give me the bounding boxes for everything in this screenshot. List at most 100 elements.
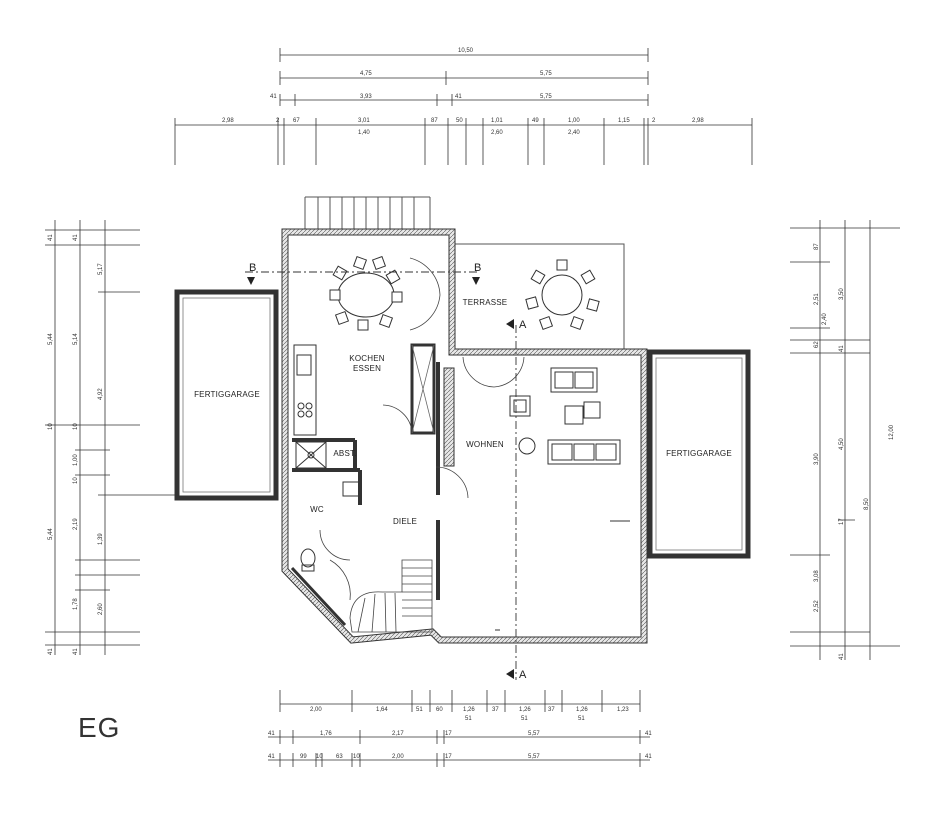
dim-label: 51 xyxy=(578,716,585,722)
section-arrow-icon xyxy=(506,319,514,329)
dim-label: 87 xyxy=(431,118,438,124)
dim-label: 5,75 xyxy=(540,71,552,77)
dim-label: 2,60 xyxy=(98,603,104,615)
dim-label: 2 xyxy=(276,118,280,124)
dim-label: 50 xyxy=(456,118,463,124)
dim-label: 41 xyxy=(839,345,845,352)
diele-label: DIELE xyxy=(392,517,418,526)
dim-label: 41 xyxy=(73,234,79,241)
dim-label: 4,50 xyxy=(839,438,845,450)
dim-label: 41 xyxy=(48,234,54,241)
dim-label: 49 xyxy=(532,118,539,124)
dim-label: 5,17 xyxy=(98,263,104,275)
dim-label: 1,23 xyxy=(617,707,629,713)
dim-label: 2,00 xyxy=(310,707,322,713)
bottom-dimension-chains xyxy=(268,690,650,767)
dim-label: 1,39 xyxy=(98,533,104,545)
dim-label: 5,14 xyxy=(73,333,79,345)
section-a-top-label: A xyxy=(519,319,527,331)
dim-label: 17 xyxy=(445,731,452,737)
terrace xyxy=(451,243,625,353)
garage-right-label: FERTIGGARAGE xyxy=(666,449,732,458)
dim-label: 10 xyxy=(73,477,79,484)
dim-label: 4,75 xyxy=(360,71,372,77)
shower xyxy=(295,441,327,469)
dim-label: 17 xyxy=(445,754,452,760)
abst-label: ABST. xyxy=(333,449,357,458)
top-dimension-labels: 10,50 4,75 5,75 41 3,93 41 5,75 2,98 2 6… xyxy=(222,48,704,136)
dim-label: 17 xyxy=(839,518,845,525)
right-dimension-labels: 87 2,51 2,40 3,50 41 62 3,90 4,50 12,00 … xyxy=(814,243,895,660)
dim-label: 99 xyxy=(300,754,307,760)
dim-label: 41 xyxy=(455,94,462,100)
dim-label: 1,15 xyxy=(618,118,630,124)
dim-label: 10 xyxy=(353,754,360,760)
dim-label: 2,40 xyxy=(568,130,580,136)
dim-label: 5,57 xyxy=(528,731,540,737)
left-dimension-labels: 41 41 5,44 5,14 5,17 4,92 10 10 1,00 10 … xyxy=(48,234,104,655)
dim-label: 3,50 xyxy=(839,288,845,300)
kitchen-counter xyxy=(293,344,317,436)
kitchen-label-line2: ESSEN xyxy=(352,364,382,373)
dim-label: 3,08 xyxy=(814,570,820,582)
dim-label: 1,76 xyxy=(320,731,332,737)
house-walls xyxy=(281,228,648,644)
dim-label: 2,52 xyxy=(814,600,820,612)
terrace-label: TERRASSE xyxy=(462,298,508,307)
section-lines xyxy=(245,271,517,680)
garage-right xyxy=(647,349,751,559)
section-arrow-icon xyxy=(472,277,480,285)
dim-label: 10 xyxy=(48,423,54,430)
dim-label: 41 xyxy=(645,731,652,737)
dim-label: 1,40 xyxy=(358,130,370,136)
dim-label: 5,57 xyxy=(528,754,540,760)
dim-label: 1,26 xyxy=(519,707,531,713)
dim-label: 2,00 xyxy=(392,754,404,760)
wohnen-label: WOHNEN xyxy=(466,440,504,449)
dim-label: 5,44 xyxy=(48,333,54,345)
dim-label: 60 xyxy=(436,707,443,713)
dim-label: 1,26 xyxy=(576,707,588,713)
dim-label: 41 xyxy=(839,653,845,660)
staircase xyxy=(349,559,433,633)
bottom-dimension-labels: 2,00 1,64 51 60 1,26 51 37 1,26 51 37 1,… xyxy=(268,707,652,760)
dim-label: 41 xyxy=(268,731,275,737)
kitchen-label-line1: KOCHEN xyxy=(349,354,385,363)
dim-label: 51 xyxy=(465,716,472,722)
dim-label: 1,64 xyxy=(376,707,388,713)
garage-left-label: FERTIGGARAGE xyxy=(194,390,260,399)
dim-label: 2,60 xyxy=(491,130,503,136)
dim-label: 3,93 xyxy=(360,94,372,100)
section-b-left-label: B xyxy=(249,262,256,274)
dim-label: 10,50 xyxy=(458,48,474,54)
dim-label: 5,75 xyxy=(540,94,552,100)
dining-table-terrace xyxy=(525,259,600,331)
dim-label: 5,44 xyxy=(48,528,54,540)
dim-label: 41 xyxy=(73,648,79,655)
dim-label: 2,98 xyxy=(692,118,704,124)
floor-level-label: EG xyxy=(78,712,121,743)
section-a-bottom-label: A xyxy=(519,669,527,681)
left-dimension-chains xyxy=(45,220,175,655)
dim-label: 41 xyxy=(48,648,54,655)
section-arrow-icon xyxy=(247,277,255,285)
dim-label: 4,92 xyxy=(98,388,104,400)
living-furniture xyxy=(495,367,630,631)
dim-label: 10 xyxy=(73,423,79,430)
dim-label: 37 xyxy=(548,707,555,713)
garage-left xyxy=(174,289,279,501)
dim-label: 87 xyxy=(814,243,820,250)
section-b-right-label: B xyxy=(474,262,481,274)
section-markers: B B A A xyxy=(247,262,527,681)
door-swings xyxy=(319,257,525,601)
dim-label: 1,01 xyxy=(491,118,503,124)
dim-label: 1,00 xyxy=(73,454,79,466)
dim-label: 1,26 xyxy=(463,707,475,713)
dim-label: 41 xyxy=(645,754,652,760)
dim-label: 8,50 xyxy=(864,498,870,510)
dim-label: 12,00 xyxy=(889,424,895,440)
dim-label: 51 xyxy=(521,716,528,722)
dim-label: 2,40 xyxy=(822,313,828,325)
dim-label: 2,51 xyxy=(814,293,820,305)
dim-label: 1,78 xyxy=(73,598,79,610)
